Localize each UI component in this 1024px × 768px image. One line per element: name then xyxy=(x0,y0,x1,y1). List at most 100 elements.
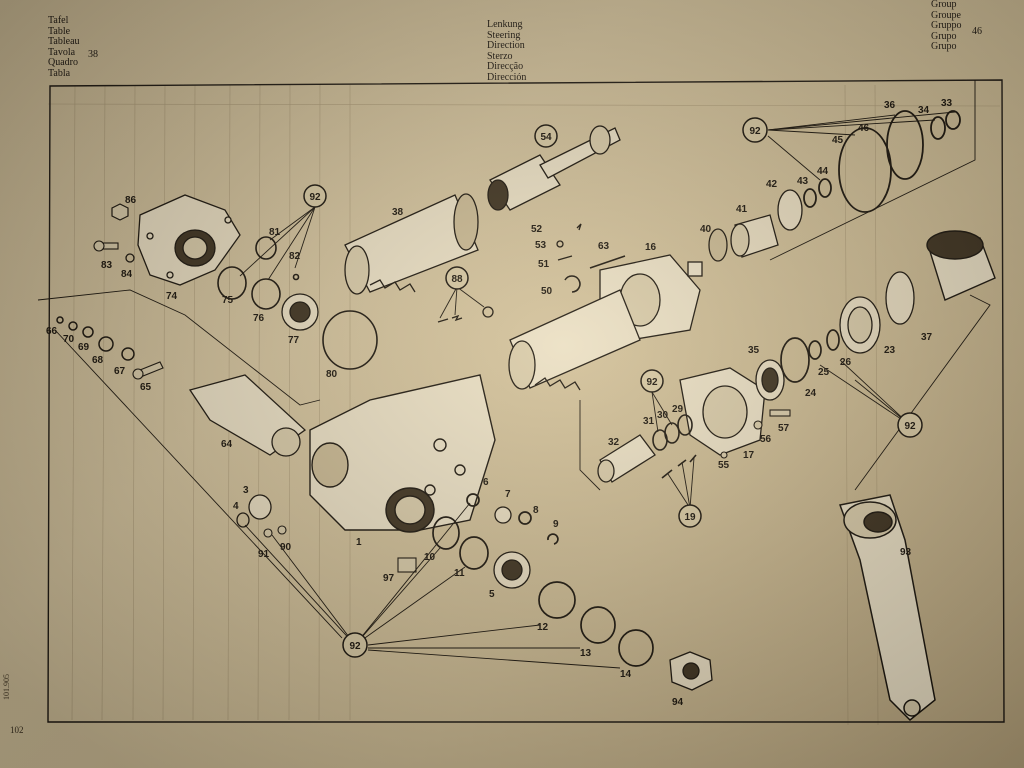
label-36: 36 xyxy=(884,100,896,111)
label-33: 33 xyxy=(941,98,953,109)
label-83: 83 xyxy=(101,260,113,271)
group-header-languages: Group Groupe Gruppo Grupo Grupo xyxy=(931,0,962,53)
screws-19 xyxy=(661,454,697,479)
sleeve-32 xyxy=(597,434,656,483)
header-right-line: Grupo xyxy=(931,30,957,42)
header-left-line: Tavola xyxy=(48,46,76,58)
label-16: 16 xyxy=(645,242,657,253)
label-10: 10 xyxy=(424,552,436,563)
spring-88 xyxy=(437,306,494,323)
header-right-line: Grupo xyxy=(931,41,957,52)
rings-right-lower xyxy=(780,329,840,383)
leader-lines xyxy=(37,80,991,669)
label-46: 46 xyxy=(858,123,870,134)
clip-50 xyxy=(564,275,581,293)
label-43: 43 xyxy=(797,176,809,187)
callout-92: 92 xyxy=(749,126,761,137)
bearing-35 xyxy=(755,359,785,401)
label-81: 81 xyxy=(269,227,281,238)
rings-29-31 xyxy=(652,414,693,451)
label-45: 45 xyxy=(832,135,844,146)
label-8: 8 xyxy=(533,505,539,516)
piston-38 xyxy=(344,193,479,295)
bearing-41-42 xyxy=(708,189,803,262)
diagram-frame xyxy=(47,79,1005,723)
seal-rings-lower xyxy=(432,493,654,667)
label-14: 14 xyxy=(620,669,632,680)
header-mid-line: Direcção xyxy=(487,61,524,72)
label-37: 37 xyxy=(921,332,933,343)
label-52: 52 xyxy=(531,224,543,235)
bolt-83 xyxy=(93,240,119,252)
label-34: 34 xyxy=(918,105,930,116)
label-70: 70 xyxy=(63,334,75,345)
header-left-line: Table xyxy=(48,25,71,37)
label-17: 17 xyxy=(743,450,755,461)
label-4: 4 xyxy=(233,501,239,512)
label-3: 3 xyxy=(243,485,249,496)
header-right-line: Group xyxy=(931,0,957,10)
label-30: 30 xyxy=(657,410,669,421)
callout-54: 54 xyxy=(540,132,552,143)
label-38: 38 xyxy=(392,207,404,218)
label-80: 80 xyxy=(326,369,338,380)
nut-86 xyxy=(111,203,129,221)
group-number: 46 xyxy=(972,26,982,37)
adjuster-3-4 xyxy=(236,494,272,528)
label-94: 94 xyxy=(672,697,684,708)
callout-19: 19 xyxy=(684,512,696,523)
label-69: 69 xyxy=(78,342,90,353)
label-82: 82 xyxy=(289,251,301,262)
label-12: 12 xyxy=(537,622,549,633)
seal-rings-upper-left xyxy=(217,236,378,370)
callout-92: 92 xyxy=(904,421,916,432)
part-labels: 86 83 84 74 75 81 82 76 77 80 38 52 53 5… xyxy=(46,98,953,708)
label-5: 5 xyxy=(489,589,495,600)
label-90: 90 xyxy=(280,542,292,553)
label-53: 53 xyxy=(535,240,547,251)
header-left-line: Tafel xyxy=(48,15,69,26)
callout-92: 92 xyxy=(646,377,658,388)
label-84: 84 xyxy=(121,269,133,280)
label-75: 75 xyxy=(222,295,234,306)
header-left-line: Tabla xyxy=(48,67,71,79)
label-35: 35 xyxy=(748,345,760,356)
label-68: 68 xyxy=(92,355,104,366)
label-42: 42 xyxy=(766,179,778,190)
label-97: 97 xyxy=(383,573,395,584)
label-40: 40 xyxy=(700,224,712,235)
washer-84 xyxy=(125,253,135,263)
callout-circles xyxy=(303,117,923,658)
label-31: 31 xyxy=(643,416,655,427)
sector-shaft-64 xyxy=(188,374,307,457)
screws-55-57 xyxy=(720,409,791,459)
nut-94 xyxy=(669,651,713,691)
label-41: 41 xyxy=(736,204,748,215)
small-parts-51-53 xyxy=(556,223,582,261)
screws-90-91 xyxy=(263,525,287,538)
label-1: 1 xyxy=(356,537,362,548)
bushing-5-7 xyxy=(493,506,531,589)
label-74: 74 xyxy=(166,291,178,302)
label-9: 9 xyxy=(553,519,559,530)
label-26: 26 xyxy=(840,357,852,368)
callout-88: 88 xyxy=(451,274,463,285)
page-number: 102 xyxy=(10,725,24,735)
label-11: 11 xyxy=(454,568,465,579)
header-mid-line: Dirección xyxy=(487,71,527,83)
washers-66-70 xyxy=(56,316,135,361)
header-left-line: Tableau xyxy=(48,36,80,47)
ring-stack-upper-right xyxy=(803,110,961,213)
label-24: 24 xyxy=(805,388,817,399)
label-77: 77 xyxy=(288,335,300,346)
screw-63 xyxy=(589,255,626,269)
cover-plate-74 xyxy=(137,194,241,286)
header-right-line: Gruppo xyxy=(931,20,962,31)
label-65: 65 xyxy=(140,382,152,393)
label-56: 56 xyxy=(760,434,772,445)
label-93: 93 xyxy=(900,547,912,558)
label-57: 57 xyxy=(778,423,790,434)
header-mid-line: Steering xyxy=(487,29,521,41)
bolt-65 xyxy=(132,361,164,380)
